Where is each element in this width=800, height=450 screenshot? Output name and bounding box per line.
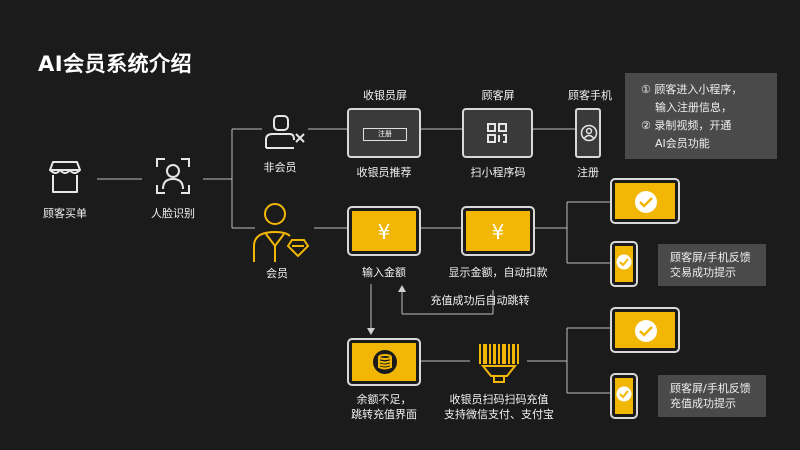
check-badge-icon bbox=[635, 320, 657, 342]
barcode-scanner-icon bbox=[479, 344, 519, 383]
recharge-note-line-1: 顾客屏/手机反馈 bbox=[670, 382, 751, 395]
insufficient-line-1: 余额不足， bbox=[356, 393, 412, 406]
cashier-screen: 注册 bbox=[347, 108, 421, 158]
register-button[interactable]: 注册 bbox=[363, 128, 407, 141]
registration-note-line-3: ② 录制视频，开通 bbox=[641, 119, 732, 132]
input-amount-screen: ¥ bbox=[347, 206, 421, 256]
user-circle-icon bbox=[580, 124, 598, 142]
coin-stack-icon bbox=[373, 350, 397, 374]
success-note-line-1: 顾客屏/手机反馈 bbox=[670, 251, 751, 264]
success-note: 顾客屏/手机反馈 交易成功提示 bbox=[658, 244, 766, 286]
success-phone bbox=[610, 241, 638, 287]
page-title: AI会员系统介绍 bbox=[38, 52, 193, 76]
success-note-line-2: 交易成功提示 bbox=[670, 266, 736, 279]
success-tablet bbox=[610, 178, 680, 224]
customer-phone bbox=[575, 108, 601, 158]
scan-charge-line-2: 支持微信支付、支付宝 bbox=[444, 408, 554, 421]
recharge-success-phone bbox=[610, 373, 638, 419]
buyer-label: 顾客买单 bbox=[43, 207, 87, 220]
face-label: 人脸识别 bbox=[151, 207, 195, 220]
cashier-recommend-label: 收银员推荐 bbox=[356, 166, 412, 179]
registration-note-line-2: 输入注册信息， bbox=[641, 101, 732, 114]
registration-note-line-1: ① 顾客进入小程序， bbox=[641, 83, 743, 96]
member-label: 会员 bbox=[266, 267, 288, 280]
scan-charge-line-1: 收银员扫码扫码充值 bbox=[449, 393, 549, 406]
insufficient-balance-screen bbox=[347, 338, 421, 386]
member-icon bbox=[253, 203, 310, 262]
recharge-jump-label: 充值成功后自动跳转 bbox=[430, 294, 530, 307]
shop-icon bbox=[49, 161, 81, 193]
qr-code-icon bbox=[487, 123, 507, 143]
recharge-success-note: 顾客屏/手机反馈 充值成功提示 bbox=[658, 375, 766, 417]
scan-mini-label: 扫小程序码 bbox=[470, 166, 526, 179]
show-amount-screen: ¥ bbox=[461, 206, 535, 256]
input-amount-label: 输入金额 bbox=[362, 266, 406, 279]
non-member-label: 非会员 bbox=[263, 161, 297, 174]
face-scan-icon bbox=[156, 158, 190, 194]
recharge-note-line-2: 充值成功提示 bbox=[670, 397, 736, 410]
yuan-icon: ¥ bbox=[491, 220, 505, 244]
register-label: 注册 bbox=[577, 166, 599, 179]
non-member-icon bbox=[265, 115, 305, 149]
check-badge-icon bbox=[616, 254, 632, 270]
show-amount-label: 显示金额，自动扣款 bbox=[448, 266, 548, 279]
customer-screen bbox=[462, 108, 533, 158]
customer-screen-title: 顾客屏 bbox=[481, 89, 515, 102]
insufficient-line-2: 跳转充值界面 bbox=[351, 408, 417, 421]
cashier-screen-title: 收银员屏 bbox=[363, 89, 407, 102]
yuan-icon: ¥ bbox=[377, 220, 391, 244]
registration-note-line-4: AI会员功能 bbox=[641, 137, 710, 150]
customer-phone-title: 顾客手机 bbox=[568, 89, 612, 102]
recharge-success-tablet bbox=[610, 307, 680, 353]
check-badge-icon bbox=[635, 191, 657, 213]
registration-note: ① 顾客进入小程序， 输入注册信息， ② 录制视频，开通 AI会员功能 bbox=[625, 73, 777, 159]
check-badge-icon bbox=[616, 386, 632, 402]
